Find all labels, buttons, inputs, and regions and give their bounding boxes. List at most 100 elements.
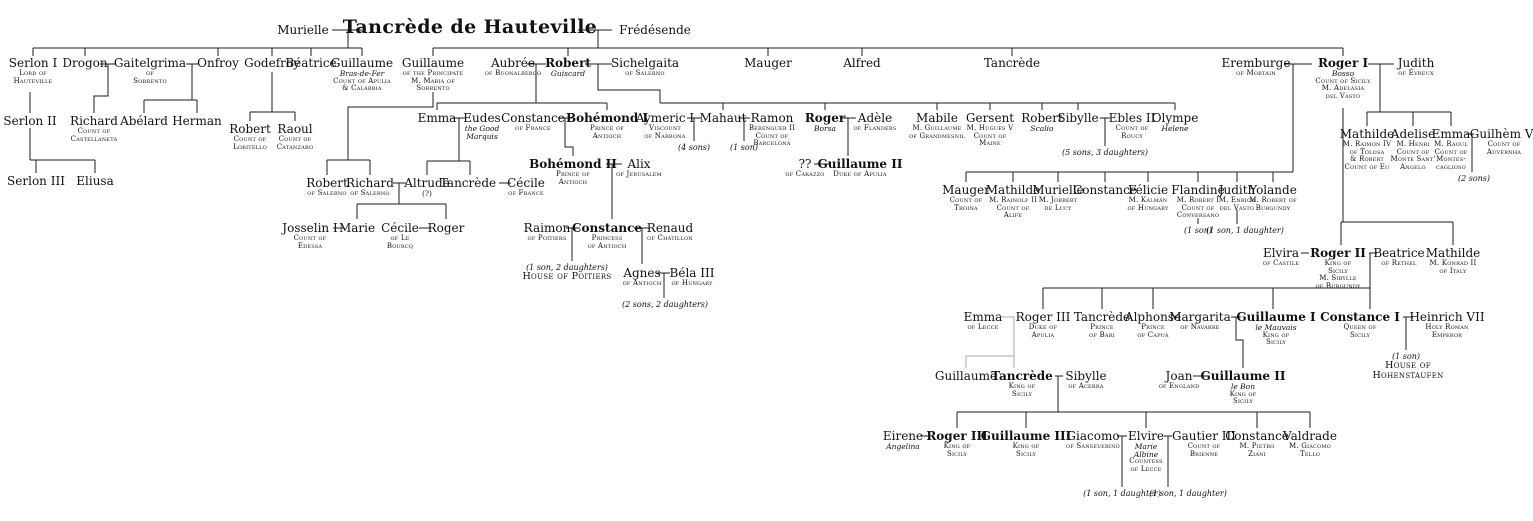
person-caption: of Flanders xyxy=(853,124,897,132)
person-name: Sibylle xyxy=(1065,369,1107,383)
person-caption: Bourcq xyxy=(386,241,414,250)
note-10: House of xyxy=(1385,360,1431,371)
person-name: Constance xyxy=(1073,183,1137,197)
person-caption: of Buonalbergo xyxy=(484,69,542,77)
person-caption: M. Raoul xyxy=(1434,140,1468,148)
person-name: Tancrède xyxy=(991,369,1053,383)
person-tancrede-3: Tancrède xyxy=(440,177,496,190)
person-tancrede-2: Tancrède xyxy=(984,57,1040,70)
person-name: Mauger xyxy=(942,183,990,197)
person-name: Valdrade xyxy=(1283,429,1337,443)
person-name: Cécile xyxy=(381,221,419,235)
person-caption: M. Kálmán xyxy=(1128,196,1168,204)
connector-line-120 xyxy=(1235,317,1244,368)
person-caption: Emperor xyxy=(1431,330,1463,339)
person-name: Onfroy xyxy=(197,56,239,70)
person-name: Altrude xyxy=(404,176,450,190)
person-caption: M. Enrico xyxy=(1218,196,1256,204)
person-name: Herman xyxy=(172,114,222,128)
person-name: Tancrède xyxy=(983,56,1041,70)
person-altrude: Altrude(?) xyxy=(404,177,450,198)
person-name: Guillaume xyxy=(401,56,465,70)
person-caption: Count of xyxy=(1487,140,1521,148)
person-name: Mabile xyxy=(916,111,958,125)
person-name: Guillaume xyxy=(330,56,394,70)
person-name: Guillaume xyxy=(934,369,998,383)
person-name: Mathilde xyxy=(985,183,1041,197)
person-caption: Sorrento xyxy=(416,84,450,93)
person-caption: Sicily xyxy=(1011,389,1033,398)
person-caption: Guiscard xyxy=(550,69,586,78)
person-serlon-ii: Serlon II xyxy=(3,115,56,128)
person-caption: Count of xyxy=(77,127,111,135)
person-caption: M. Raimon IV xyxy=(1342,140,1392,148)
person-caption: Montes- xyxy=(1436,155,1466,164)
person-drogon: Drogon xyxy=(62,57,107,70)
person-caption: Brienne xyxy=(1189,449,1219,458)
person-caption: del Vasto xyxy=(1325,91,1361,100)
person-caption: of the Principate xyxy=(402,69,464,77)
person-name: Mathilde xyxy=(1339,127,1395,141)
note-3: (2 sons) xyxy=(1457,174,1491,183)
person-caption: of Jerusalem xyxy=(616,170,662,178)
person-caption: of Lecce xyxy=(1130,464,1162,473)
person-name: Roger xyxy=(804,111,846,125)
person-name: Yolande xyxy=(1249,183,1297,197)
person-name: Emma xyxy=(1431,127,1471,141)
person-name: Margarita xyxy=(1169,310,1231,324)
person-name: Josselin I xyxy=(282,221,338,235)
person-caption: Helene xyxy=(1161,124,1189,133)
person-caption: Maine xyxy=(979,139,1001,148)
note-6: (1 son, 2 daughters) xyxy=(526,263,608,272)
person-name: Gaitelgrima xyxy=(113,56,187,70)
person-caption: King of xyxy=(1012,442,1040,450)
person-name: Drogon xyxy=(62,56,108,70)
note-12: (1 son, 1 daughter) xyxy=(1083,489,1161,498)
person-name: Adelise xyxy=(1390,127,1436,141)
note-1: (1 son) xyxy=(730,143,758,152)
person-name: Adèle xyxy=(857,111,893,125)
person-caption: Sicily xyxy=(1349,330,1371,339)
person-caption: Sorrento xyxy=(133,76,167,85)
person-caption: of England xyxy=(1158,382,1200,390)
person-caption: M. Sibylle xyxy=(1319,274,1357,283)
person-name: Agnes xyxy=(623,266,661,280)
person-unknown-wife: ??of Carazzo xyxy=(785,158,824,179)
person-caption: del Vasto xyxy=(1219,203,1255,212)
note-4: (1 son) xyxy=(1184,226,1212,235)
person-name: Tancrède de Hauteville xyxy=(342,16,598,38)
note-9: (1 son) xyxy=(1392,352,1420,361)
person-name: Guillaume III xyxy=(980,429,1072,443)
person-caption: caglioso xyxy=(1436,162,1466,171)
person-name: Raoul xyxy=(277,122,313,136)
person-caption: le Bon xyxy=(1230,382,1256,391)
person-caption: M. Guillaume xyxy=(912,124,962,132)
person-name: Serlon I xyxy=(8,56,58,70)
person-name: Judith xyxy=(1397,56,1435,70)
person-caption: of Bari xyxy=(1089,330,1115,339)
person-caption: Roucy xyxy=(1121,131,1143,140)
person-caption: of Antioch xyxy=(587,241,627,250)
person-caption: M. Henri xyxy=(1396,140,1430,148)
person-name: Judith xyxy=(1218,183,1256,197)
person-caption: Holy Roman xyxy=(1425,323,1469,331)
person-name: Constance xyxy=(571,221,643,235)
person-caption: of Tolosa xyxy=(1349,147,1385,156)
connector-line-44 xyxy=(597,64,661,103)
